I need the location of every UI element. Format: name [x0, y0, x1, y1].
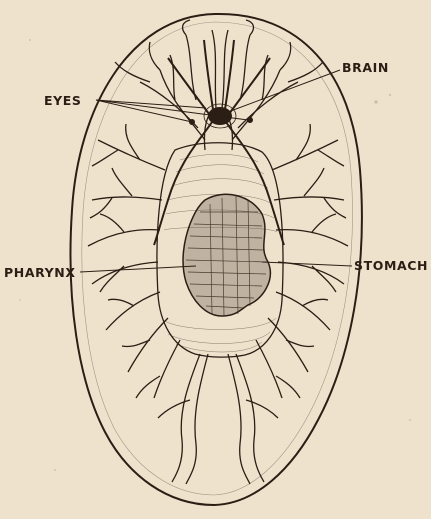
pharynx-leader [80, 266, 196, 272]
stomach-label: STOMACH [354, 258, 428, 273]
eyes-label: EYES [44, 93, 82, 108]
brain-label: BRAIN [342, 60, 389, 75]
stomach-leader [262, 262, 352, 266]
pharynx [183, 194, 270, 316]
pharynx-label: PHARYNX [4, 265, 76, 280]
